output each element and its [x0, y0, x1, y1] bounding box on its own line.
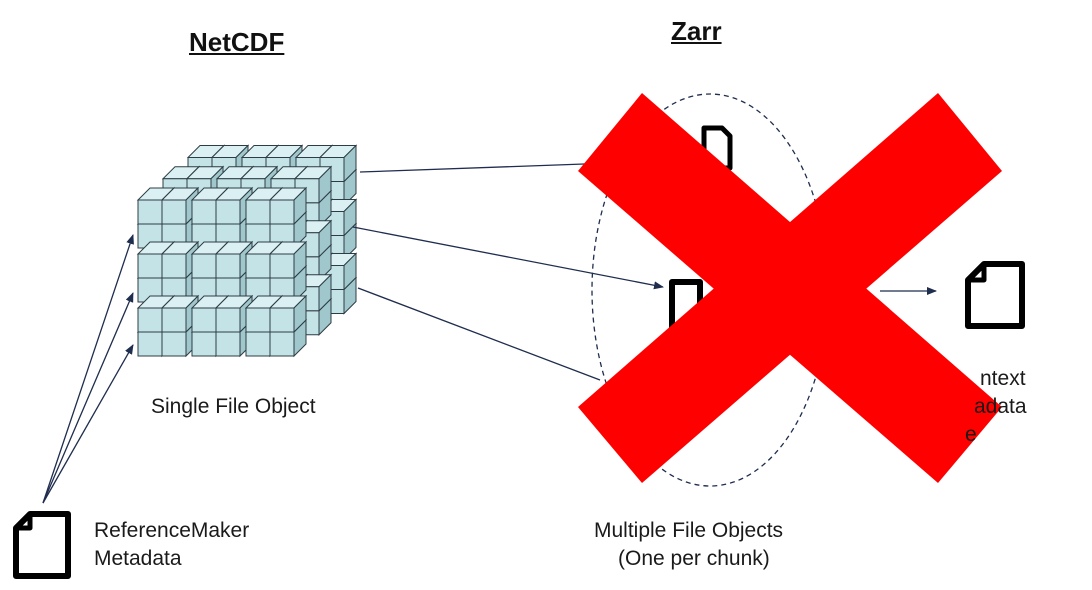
zarr-title: Zarr	[671, 16, 722, 46]
red-x-icon	[578, 93, 1002, 483]
arrow-ref-to-cube-2	[42, 292, 134, 504]
netcdf-chunk-cube	[137, 145, 357, 357]
arrow-netcdf-to-zarr-middle	[352, 226, 664, 290]
reference-maker-label-line1: ReferenceMaker	[94, 519, 250, 542]
context-metadata-label-line3: e	[965, 423, 977, 446]
reference-maker-label-line2: Metadata	[94, 547, 182, 570]
multiple-file-objects-label-line1: Multiple File Objects	[594, 519, 784, 542]
context-metadata-label-line1: ntext	[980, 367, 1026, 390]
arrow-netcdf-to-zarr-bottom	[357, 287, 601, 381]
arrow-ref-to-cube-3	[42, 344, 134, 504]
arrow-ref-to-cube-1	[42, 234, 134, 504]
context-metadata-document-icon	[965, 261, 1025, 329]
reference-maker-document-icon	[13, 511, 71, 579]
context-metadata-label-line2: adata	[974, 395, 1027, 418]
multiple-file-objects-label-line2: (One per chunk)	[618, 547, 770, 570]
netcdf-title: NetCDF	[189, 27, 285, 57]
single-file-object-label: Single File Object	[151, 395, 316, 418]
